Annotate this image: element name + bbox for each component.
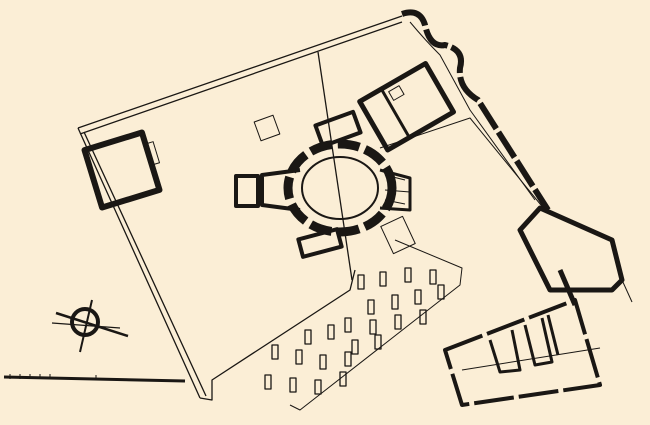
column: [374, 334, 382, 350]
column: [429, 269, 437, 285]
column: [339, 371, 347, 387]
column: [264, 374, 272, 390]
column: [327, 324, 335, 340]
column: [414, 289, 422, 305]
outer-enclosure-wall: [77, 15, 403, 401]
north-arrow-icon: [51, 299, 129, 353]
column: [271, 344, 279, 360]
square-tower: [81, 129, 163, 211]
column: [314, 379, 322, 395]
column: [404, 267, 412, 283]
column: [419, 309, 427, 325]
column: [344, 317, 352, 333]
column: [344, 351, 352, 367]
column: [304, 329, 312, 345]
column: [437, 284, 445, 300]
column: [295, 349, 303, 365]
scale-bar: [3, 374, 186, 383]
column: [379, 271, 387, 287]
north-east-building: [357, 61, 457, 153]
column: [391, 294, 399, 310]
south-east-building: [443, 298, 602, 407]
column: [369, 319, 377, 335]
east-perimeter-wall: [401, 9, 551, 212]
column: [357, 274, 365, 290]
oval-hall: [301, 156, 379, 220]
columns: [264, 267, 445, 395]
column: [319, 354, 327, 370]
central-rotunda: [234, 109, 412, 259]
column: [289, 377, 297, 393]
column: [351, 339, 359, 355]
columned-courtyard: [289, 117, 546, 411]
column: [394, 314, 402, 330]
column: [367, 299, 375, 315]
small-square-pavilion: [253, 114, 281, 142]
